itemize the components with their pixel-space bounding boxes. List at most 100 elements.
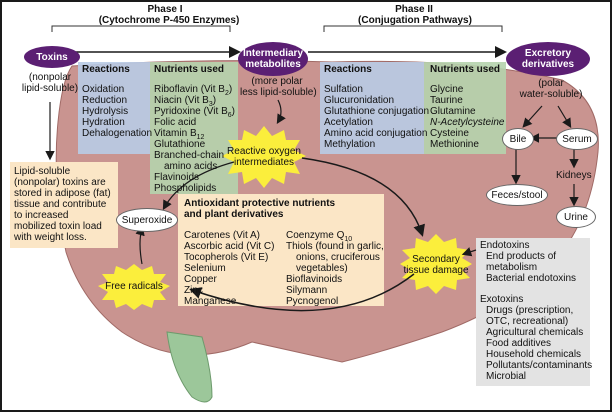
excretory-label-line: Excretory [524, 48, 572, 59]
excretory-note-line: (polar [538, 78, 564, 89]
list-item: Reduction [82, 95, 128, 106]
list-item: Amino acid conjugation [324, 128, 428, 139]
list-item: Dehalogenation [82, 128, 153, 139]
serum-label: Serum [562, 133, 592, 145]
phase2-subtitle: (Conjugation Pathways) [358, 15, 472, 26]
list-item: Carotenes (Vit A) [184, 230, 260, 241]
antioxidant-panel [178, 194, 384, 306]
bile-oval: Bile [502, 128, 534, 150]
list-item: Copper [184, 274, 217, 285]
lipid-note-panel [10, 162, 118, 248]
list-item: Phospholipids [154, 183, 217, 194]
list-item: Hydration [82, 117, 125, 128]
list-item: Bacterial endotoxins [486, 273, 577, 284]
list-item: Hydrolysis [82, 106, 129, 117]
list-item: Oxidation [82, 84, 125, 95]
list-item: Glutathione [154, 139, 206, 150]
feces-oval: Feces/stool [486, 184, 548, 206]
phase1-nutrients-heading: Nutrients used [154, 64, 225, 75]
endotoxins-heading: Endotoxins [480, 240, 530, 251]
phase2-reactions-list: Sulfation Glucuronidation Glutathione co… [324, 84, 429, 150]
intermediary-note-line: (more polar [251, 76, 303, 87]
intermediary-note-line: less lipid-soluble) [240, 87, 317, 98]
list-item: OTC, recreational) [486, 316, 569, 327]
arrow-sources-to-damage [461, 247, 477, 257]
list-item: onions, cruciferous [296, 252, 380, 263]
list-item: Cysteine [430, 128, 469, 139]
list-item: Glutathione conjugation [324, 106, 430, 117]
phase1-nutrients-list: Riboflavin (Vit B2) Niacin (Vit B3) Pyri… [154, 84, 235, 194]
serum-oval: Serum [556, 128, 598, 150]
feces-label: Feces/stool [491, 189, 543, 201]
list-item: metabolism [486, 262, 538, 273]
list-item: Methionine [430, 139, 479, 150]
arrow-metabolites-to-ros [276, 99, 286, 125]
list-item: Manganese [184, 296, 237, 307]
excretory-note: (polar water-soluble) [510, 78, 592, 100]
list-item: Vitamin B12 [154, 128, 205, 141]
list-item: vegetables) [296, 263, 348, 274]
sources-panel [476, 238, 590, 386]
phase1-reactions-panel [78, 62, 150, 154]
list-item: Drugs (prescription, [486, 305, 574, 316]
phase2-title: Phase II [395, 4, 433, 15]
bile-label: Bile [509, 133, 527, 145]
arrow-ros-to-damage [301, 157, 425, 237]
list-item: amino acids [164, 161, 218, 172]
list-item: Riboflavin (Vit B2) [154, 84, 233, 97]
excretory-note-line: water-soluble) [519, 89, 583, 100]
list-item: Coenzyme Q10 [286, 230, 353, 243]
list-item: Food additives [486, 338, 552, 349]
antioxidant-heading: Antioxidant protective nutrients and pla… [184, 198, 336, 220]
list-item: Folic acid [154, 117, 197, 128]
list-item: Sulfation [324, 84, 363, 95]
toxin-sources: Endotoxins End products of metabolism Ba… [480, 240, 592, 382]
list-item: Thiols (found in garlic, [286, 241, 384, 252]
list-item: Niacin (Vit B3) [154, 95, 217, 108]
phase1-title: Phase I [147, 4, 183, 15]
intermediary-note: (more polar less lipid-soluble) [240, 76, 317, 98]
toxins-note-line: (nonpolar [28, 72, 72, 83]
toxins-note-line: lipid-soluble) [21, 83, 79, 94]
list-item: Tocopherols (Vit E) [184, 252, 269, 263]
phase2-reactions-panel [320, 62, 424, 154]
phase2-bracket [323, 25, 503, 32]
urine-label: Urine [564, 211, 588, 223]
arrow-polar-to-serum [557, 105, 572, 129]
list-item: Glucuronidation [324, 95, 395, 106]
list-item: Taurine [430, 95, 463, 106]
list-item: Pollutants/contaminants [486, 360, 593, 371]
phase1-nutrients-panel [150, 62, 238, 194]
secondary-damage-label: Secondary tissue damage [403, 254, 469, 276]
intermediary-label-line: metabolites [245, 59, 301, 70]
antioxidant-col1: Carotenes (Vit A) Ascorbic acid (Vit C) … [184, 230, 274, 307]
list-item: Methylation [324, 139, 376, 150]
excretory-label-line: derivatives [521, 59, 575, 70]
list-item: Bioflavinoids [286, 274, 343, 285]
list-item: Glycine [430, 84, 464, 95]
list-item: End products of [486, 251, 557, 262]
list-item: Microbial [486, 371, 527, 382]
secondary-damage-burst [400, 234, 472, 294]
list-item: Agricultural chemicals [486, 327, 584, 338]
list-item: Flavinoids [154, 172, 200, 183]
arrow-polar-to-bile [522, 105, 543, 128]
list-item: Household chemicals [486, 349, 582, 360]
phase2-reactions-heading: Reactions [324, 64, 372, 75]
phase2-nutrients-panel [424, 62, 506, 154]
intermediary-oval: Intermediary metabolites [238, 42, 308, 76]
phase1-subtitle: (Cytochrome P-450 Enzymes) [98, 15, 240, 26]
reactive-oxygen-burst [222, 126, 306, 188]
phase2-nutrients-heading: Nutrients used [430, 64, 501, 75]
list-item: Selenium [184, 263, 226, 274]
arrow-ros-to-superoxide [162, 161, 235, 211]
free-radicals-label: Free radicals [105, 281, 163, 292]
list-item: Glutamine [430, 106, 476, 117]
antioxidant-col2: Coenzyme Q10 Thiols (found in garlic, on… [286, 230, 384, 307]
toxins-note: (nonpolar lipid-soluble) [8, 72, 92, 94]
superoxide-label: Superoxide [121, 214, 173, 226]
list-item: Ascorbic acid (Vit C) [184, 241, 275, 252]
toxins-oval: Toxins [24, 46, 80, 68]
list-item: Branched-chain [154, 150, 225, 161]
gallbladder-shape [166, 331, 213, 403]
